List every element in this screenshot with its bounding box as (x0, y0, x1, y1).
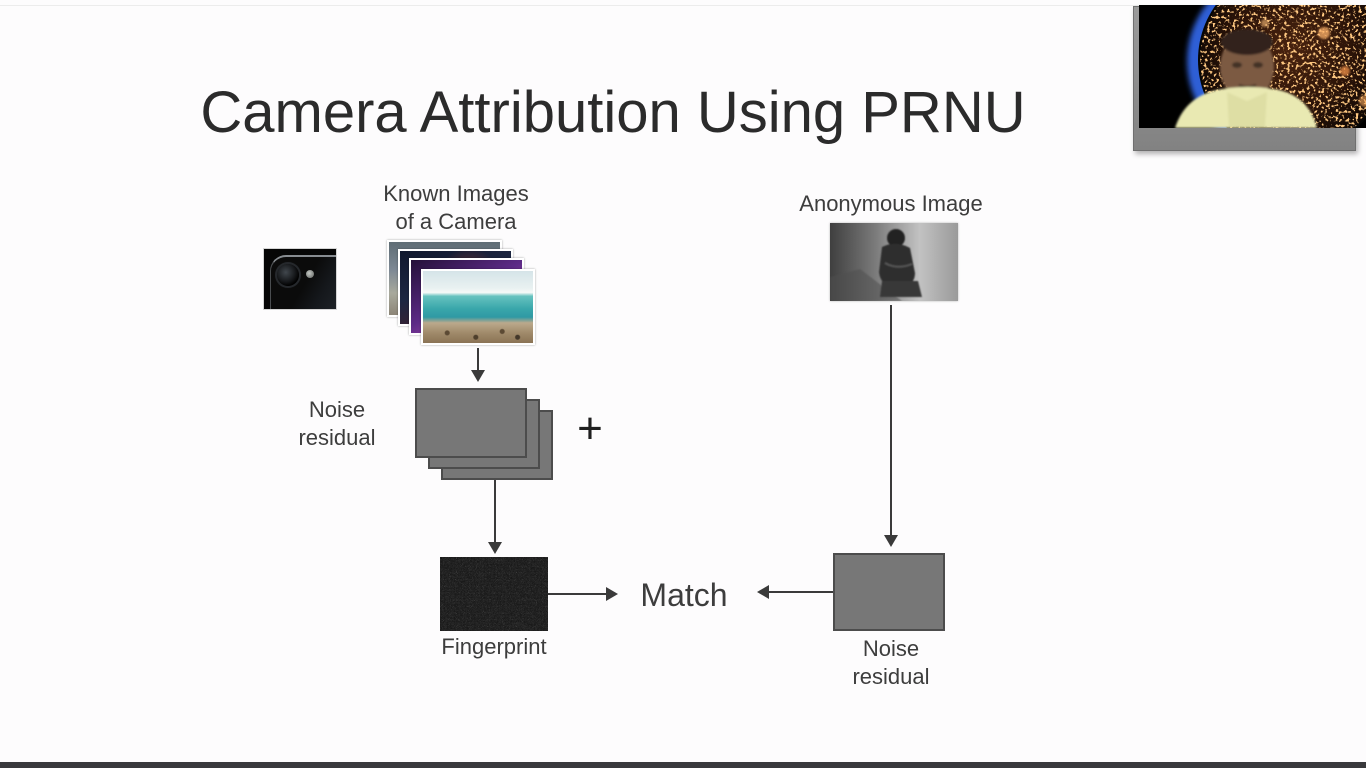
fingerprint-noise-image (440, 557, 548, 631)
presenter-person (1175, 29, 1317, 128)
arrowhead-fingerprint-to-match (606, 587, 618, 601)
match-label: Match (640, 577, 728, 613)
arrowhead-anonymous-to-noise (884, 535, 898, 547)
noise-residual-right-label: Noise residual (852, 636, 930, 689)
arrowhead-noise-to-match (757, 585, 769, 599)
known-images-label: Known Images of a Camera (383, 181, 529, 234)
arrow-noise-to-match (769, 591, 833, 593)
arrow-fingerprint-to-match (548, 593, 606, 595)
photo-beach (421, 269, 535, 345)
top-divider-line (0, 5, 1366, 6)
arrow-noise-to-fingerprint (494, 480, 496, 544)
noise-residual-right-box (833, 553, 945, 631)
arrowhead-noise-to-fingerprint (488, 542, 502, 554)
presenter-webcam-video (1139, 5, 1366, 128)
noise-residual-stack-front (415, 388, 527, 458)
page-title: Camera Attribution Using PRNU (200, 79, 1026, 145)
arrowhead-photos-to-noise (471, 370, 485, 382)
camera-flash-icon (306, 270, 314, 278)
phone-camera-image (263, 248, 337, 310)
anonymous-photo (830, 223, 958, 301)
arrow-anonymous-to-noise (890, 305, 892, 537)
fingerprint-label: Fingerprint (441, 634, 547, 659)
bottom-letterbox-bar (0, 762, 1366, 768)
camera-lens-icon (277, 264, 299, 286)
arrow-photos-to-noise (477, 348, 479, 372)
anonymous-image-label: Anonymous Image (799, 191, 983, 216)
plus-sign: + (577, 404, 603, 453)
noise-residual-left-label: Noise residual (298, 397, 376, 450)
